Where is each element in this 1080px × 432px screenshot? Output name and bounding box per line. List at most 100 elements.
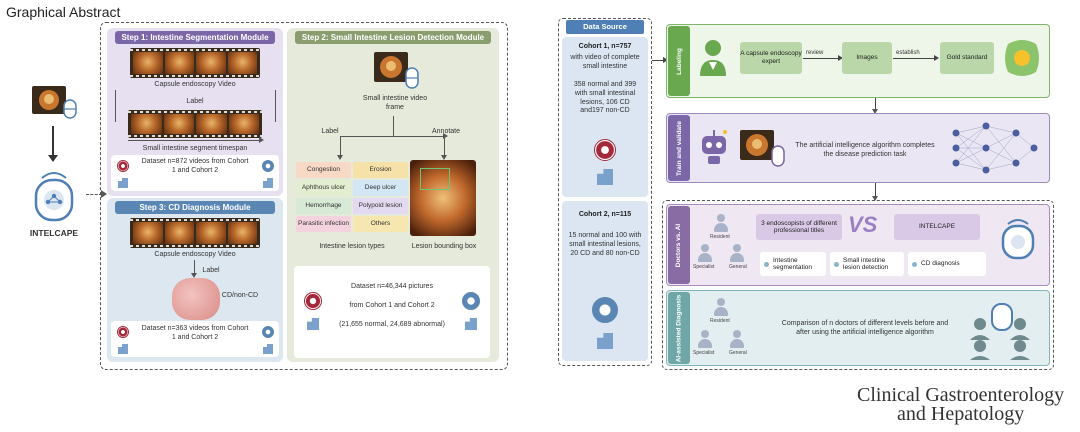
capsule-video-icon	[30, 82, 80, 122]
labeling-expert-box: A capsule endoscopy expert	[740, 42, 802, 74]
intelcape-logo-icon	[1000, 216, 1036, 260]
ai-assisted-text: Comparison of n doctors of different lev…	[781, 320, 949, 336]
general-label: General	[729, 264, 747, 270]
neural-network-icon	[946, 118, 1042, 178]
general-person-icon	[730, 244, 744, 262]
building-icon	[263, 178, 273, 188]
resident-person-icon	[714, 298, 728, 316]
step2-dataset-line2: from Cohort 1 and Cohort 2	[349, 302, 435, 309]
review-label: review	[806, 50, 824, 56]
step2-dataset-line3: (21,655 normal, 24,689 abnormal)	[339, 321, 445, 328]
lesion-others: Others	[353, 216, 408, 232]
doctor-ai-group-icon	[966, 296, 1036, 360]
step2-label-arrow	[337, 136, 343, 160]
step2-dataset-box	[294, 266, 490, 358]
ai-assisted-row	[666, 290, 1050, 366]
lesion-bounding-box	[420, 168, 450, 190]
step3-dataset-text: Dataset n=363 videos from Cohort 1 and C…	[141, 325, 249, 341]
robot-icon	[698, 128, 730, 166]
step3-cd-label: CD/non-CD	[221, 292, 259, 299]
building-icon	[597, 169, 613, 185]
step3-label-text: Label	[202, 267, 220, 274]
step2-title: Step 2: Small Intestine Lesion Detection…	[295, 31, 491, 44]
building-icon	[118, 178, 128, 188]
lesion-parasitic: Parasitic infection	[296, 216, 351, 232]
lesion-polypoid: Polypoid lesion	[353, 198, 408, 214]
cohort1-detail: 358 normal and 399 with small intestinal…	[573, 81, 637, 115]
general-label: General	[729, 350, 747, 356]
step3-down-arrow	[191, 260, 197, 278]
step1-title: Step 1: Intestine Segmentation Module	[115, 31, 275, 44]
step1-bracket-right	[275, 90, 276, 122]
lesion-congestion: Congestion	[296, 162, 351, 178]
labeling-images-box: Images	[842, 42, 892, 74]
endoscopists-box: 3 endoscopists of different professional…	[756, 214, 842, 240]
step1-timespan-arrow	[128, 137, 264, 143]
hospital2-logo-icon	[262, 326, 274, 338]
hospital1-logo-icon	[117, 160, 129, 172]
review-arrow	[803, 55, 843, 61]
page-title: Graphical Abstract	[6, 4, 121, 20]
chip-lesion-detection: Small intestine lesion detection	[830, 252, 904, 276]
lesion-hemorrhage: Hemorrhage	[296, 198, 351, 214]
cohort2-detail: 15 normal and 100 with small intestinal …	[568, 232, 642, 257]
hospital2-logo-icon	[462, 292, 480, 310]
cohort1-box: Cohort 1, n=757 with video of complete s…	[562, 37, 648, 197]
step1-dataset-box	[111, 155, 279, 191]
step1-label-text: Label	[186, 98, 204, 105]
general-person-icon	[730, 330, 744, 348]
resident-person-icon	[714, 214, 728, 232]
journal-name: Clinical Gastroenterology and Hepatology	[857, 384, 1065, 425]
intelcape-logo-icon	[32, 168, 76, 222]
resident-label: Resident	[710, 318, 730, 324]
step2-annotate-arrow	[441, 136, 447, 160]
building-icon	[118, 344, 128, 354]
video-frame-icon	[374, 50, 420, 90]
lesion-deep-ulcer: Deep ulcer	[353, 180, 408, 196]
specialist-label: Specialist	[693, 264, 715, 270]
intestine-gold-icon	[1002, 36, 1042, 80]
lesion-endoscopy-image	[410, 160, 476, 236]
hospital2-logo-icon	[592, 297, 618, 323]
train-to-compare-arrow	[872, 183, 878, 201]
intestine-illustration	[172, 278, 220, 320]
cohort1-title: Cohort 1, n=757	[578, 43, 632, 50]
labeling-to-train-arrow	[872, 98, 878, 114]
video-frame-icon	[740, 128, 786, 168]
flow-arrow-dashed	[86, 190, 107, 198]
hospital1-logo-icon	[594, 139, 616, 161]
ai-assisted-label: AI-assisted Diagnosis	[668, 292, 690, 364]
step1-segment-caption: Small intestine segment timespan	[142, 145, 248, 152]
step2-label-text: Label	[321, 128, 339, 135]
bbox-caption: Lesion bounding box	[411, 243, 477, 250]
lesion-type-grid: Congestion Erosion Aphthous ulcer Deep u…	[296, 162, 408, 232]
step3-video-strip	[130, 218, 260, 248]
chip-intestine-segmentation: Intestine segmentation	[760, 252, 826, 276]
evaluation-frame	[662, 200, 1054, 370]
lesion-aphthous-ulcer: Aphthous ulcer	[296, 180, 351, 196]
specialist-label: Specialist	[693, 350, 715, 356]
step3-dataset-box	[111, 321, 279, 357]
intelcape-box: INTELCAPE	[894, 214, 980, 240]
step1-segment-strip	[128, 110, 262, 138]
hospital1-logo-icon	[304, 292, 322, 310]
step2-annotate-text: Annotate	[431, 128, 461, 135]
specialist-person-icon	[698, 244, 712, 262]
step2-dataset-line1: Dataset n=46,344 pictures	[351, 283, 433, 290]
step1-dataset-text: Dataset n=872 videos from Cohort 1 and C…	[141, 158, 249, 174]
step1-video-strip	[130, 48, 260, 78]
establish-label: establish	[896, 50, 920, 56]
doctor-icon	[698, 38, 728, 78]
step2-branch-line	[340, 133, 448, 139]
journal-line1: Clinical Gastroenterology	[857, 384, 1065, 406]
step1-video-caption: Capsule endoscopy Video	[154, 81, 236, 88]
journal-line2: and Hepatology	[897, 403, 1025, 425]
data-source-title: Data Source	[566, 20, 644, 34]
resident-label: Resident	[710, 234, 730, 240]
step2-branch-stem	[393, 116, 394, 136]
doctors-vs-ai-label: Doctors vs. AI	[668, 206, 690, 284]
step2-frame-caption: Small intestine video frame	[362, 95, 428, 111]
datasource-to-labeling-arrow	[652, 57, 668, 63]
step3-title: Step 3: CD Diagnosis Module	[115, 201, 275, 214]
step1-bracket-left	[115, 90, 116, 122]
